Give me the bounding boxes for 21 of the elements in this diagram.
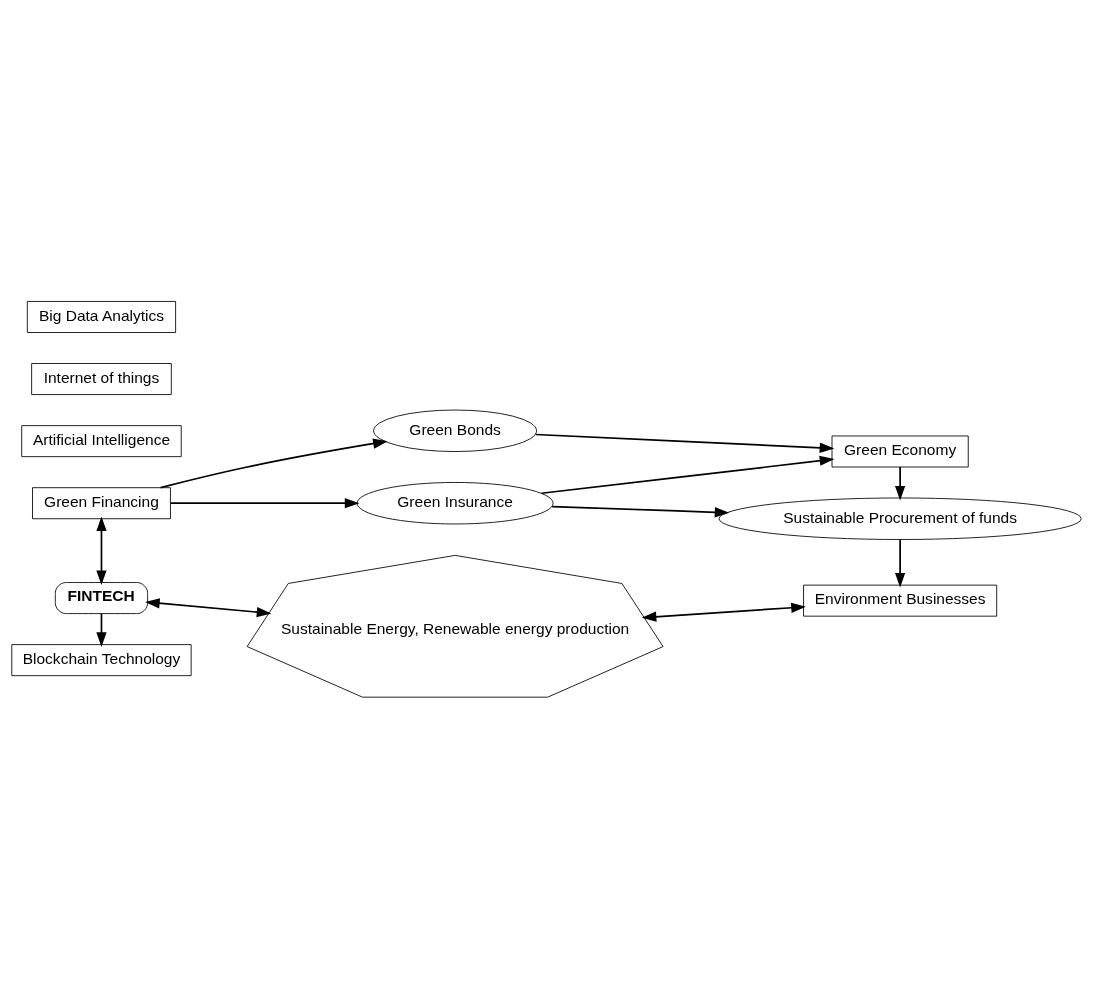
node-box: Blockchain Technology [11,644,192,677]
node-box: Artificial Intelligence [21,425,182,458]
arrow [96,516,107,586]
node-box: Green Economy [831,435,969,468]
arrow [895,466,906,501]
arrow [534,433,835,453]
node-ellipse: Sustainable Procurement of funds [718,497,1082,540]
arrow [169,498,360,509]
node-ellipse: Green Insurance [356,482,554,525]
arrow [895,538,906,588]
arrow [145,598,272,618]
node-box: Big Data Analytics [26,301,177,333]
arrow [551,505,730,518]
node-box: Internet of things [31,363,172,395]
arrow [159,438,388,489]
arrow [540,455,835,495]
node-box: Green Financing [32,487,171,520]
arrow [641,602,806,622]
node-box: Environment Businesses [803,584,998,617]
arrow [96,612,107,647]
node-box: FINTECH [54,582,149,614]
